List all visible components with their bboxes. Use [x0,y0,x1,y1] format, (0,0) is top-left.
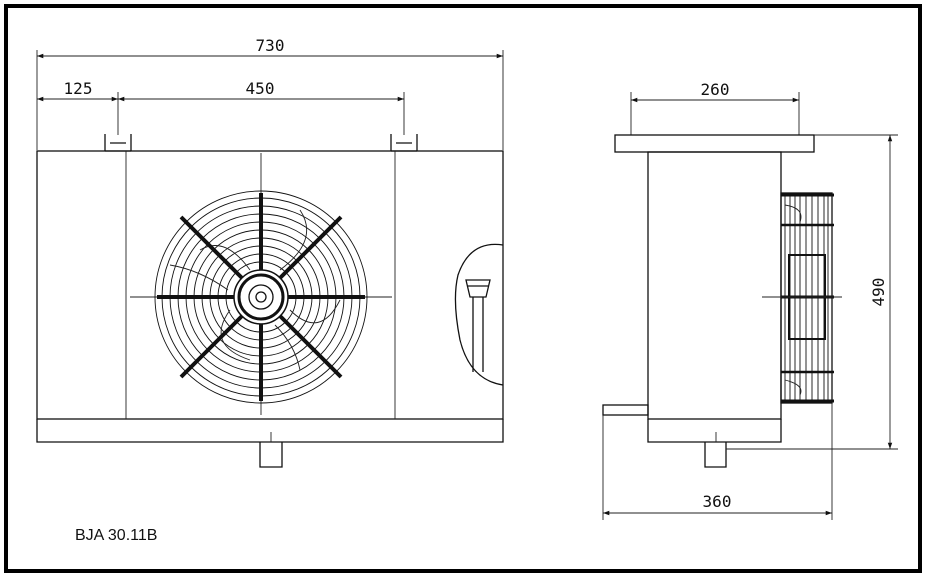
mounting-bracket-left [104,134,132,152]
fan-blades [169,209,341,371]
front-view: 730 125 450 [36,36,504,468]
mounting-bracket-right [390,134,418,152]
side-housing [647,151,782,420]
dimension-left-offset: 125 [64,79,93,98]
fan-hub [233,269,289,325]
dimension-height: 490 [869,278,888,307]
side-view: 260 [602,80,898,520]
dimension-side-bottom-width: 360 [703,492,732,511]
drip-tray [36,419,504,443]
drain-outlet [259,442,283,468]
side-drip-tray [647,419,782,443]
drawing-border [4,4,922,573]
model-code-label: BJA 30.11B [75,527,157,544]
side-drain-outlet [704,442,727,468]
fan-struts [157,193,365,401]
side-pipe-stub [602,404,649,416]
dimension-mount-spacing: 450 [246,79,275,98]
dimension-side-top-width: 260 [701,80,730,99]
top-mounting-plate [614,134,815,153]
dimension-overall-width: 730 [256,36,285,55]
pipe-connection [454,243,504,386]
unit-housing [36,150,504,420]
fan-side-guard [780,192,834,404]
